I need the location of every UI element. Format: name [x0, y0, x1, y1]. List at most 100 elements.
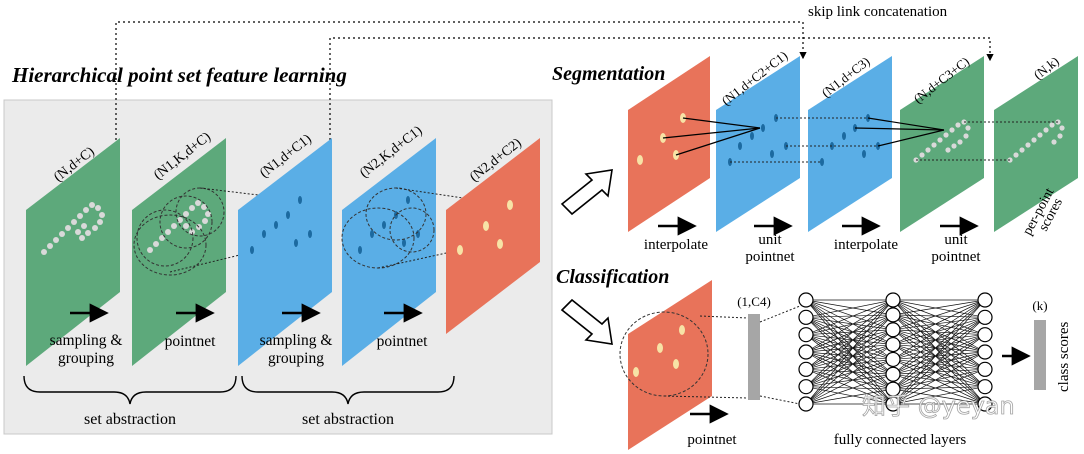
fc-connection	[892, 299, 986, 360]
step-sampling-grouping-2-line2: grouping	[268, 350, 324, 367]
fc-neuron	[885, 336, 901, 353]
fc-connection	[805, 317, 894, 360]
fc-connection	[892, 344, 986, 405]
step-sampling-grouping-2-line1: sampling &	[260, 332, 333, 349]
fc-connection	[805, 329, 894, 387]
seg-green-points	[913, 119, 971, 163]
fc-connection	[805, 299, 894, 318]
fc-connection	[805, 299, 894, 335]
fc-connection	[892, 299, 986, 387]
fc-connection	[892, 299, 986, 353]
fc-connection	[805, 334, 894, 345]
fc-connection	[805, 299, 894, 390]
fc-connection	[892, 299, 986, 370]
fc-neuron	[798, 292, 814, 308]
fc-connection	[805, 334, 894, 375]
fc-connection	[892, 369, 986, 405]
fc-connection	[805, 299, 894, 345]
fc-connection	[892, 316, 986, 345]
level1-feature-points	[250, 196, 312, 254]
classification-title: Classification	[556, 266, 669, 288]
fc-connection	[892, 299, 986, 331]
fc-layers-label: fully connected layers	[834, 432, 967, 448]
fc-connection	[805, 314, 894, 336]
class-scores-label: class scores	[1056, 321, 1072, 392]
fc-connection	[805, 299, 894, 331]
fc-connection	[892, 334, 986, 360]
fc-connection	[892, 344, 986, 370]
fc-connection	[892, 351, 986, 360]
set-abstraction-braces	[23, 375, 455, 405]
fc-connection	[805, 329, 894, 353]
fc-connection	[892, 329, 986, 405]
fc-connection	[805, 299, 894, 353]
fc-connection	[805, 334, 894, 405]
fc-connection	[892, 299, 986, 345]
fc-connection	[892, 334, 986, 375]
fc-connection	[892, 386, 986, 390]
cls-plane-red	[628, 280, 712, 450]
fc-neuron	[885, 322, 901, 338]
fc-connection	[805, 368, 894, 375]
seg-output-points	[1007, 119, 1065, 163]
fc-connection	[892, 373, 986, 405]
fc-connection	[805, 299, 894, 370]
step-sampling-grouping-1-line2: grouping	[58, 350, 114, 367]
fc-neuron	[798, 379, 814, 395]
fc-connection	[892, 314, 986, 336]
input-point-cloud	[41, 202, 105, 255]
fc-connection	[892, 314, 986, 405]
class-score-shape: (k)	[1032, 298, 1047, 313]
fc-connection	[892, 351, 986, 375]
fc-neuron	[798, 396, 814, 412]
projection-lines-1	[169, 187, 301, 273]
seg-blue1-points	[728, 114, 788, 166]
fc-neuron	[977, 379, 993, 395]
step-sampling-grouping-1-line1: sampling &	[50, 332, 123, 349]
fc-connection	[805, 317, 894, 375]
step-pointnet-1: pointnet	[165, 333, 216, 350]
fc-connection	[892, 334, 986, 390]
fc-connection	[892, 334, 986, 405]
fc-connection	[892, 359, 986, 388]
fc-neuron	[977, 327, 993, 343]
fc-connection	[892, 388, 986, 405]
fc-neuron	[885, 307, 901, 323]
fc-connection	[805, 329, 894, 336]
fc-connection	[892, 359, 986, 370]
fc-connection	[805, 388, 894, 405]
fc-connection	[892, 373, 986, 388]
fc-connection	[805, 299, 894, 387]
fc-connection	[805, 344, 894, 353]
plane-level2-features	[446, 138, 540, 334]
seg-unit-pointnet-2-line2: pointnet	[931, 249, 981, 265]
fc-connection	[892, 299, 986, 316]
set-abstraction-label-2: set abstraction	[302, 411, 394, 428]
fc-connection	[805, 359, 894, 388]
fc-connection	[892, 359, 986, 405]
fc-connection	[892, 344, 986, 387]
fc-connection	[805, 359, 894, 370]
fc-connection	[805, 299, 894, 316]
fc-neuron	[977, 292, 993, 308]
fc-connection	[805, 373, 894, 388]
fc-neuron	[885, 396, 901, 412]
fc-connection	[892, 317, 986, 360]
global-feature-shape: (1,C4)	[737, 294, 771, 309]
seg-plane-output	[994, 56, 1078, 232]
fully-connected-network	[798, 292, 993, 412]
fc-neuron	[798, 327, 814, 343]
fc-connection	[892, 317, 986, 375]
fc-neuron	[977, 309, 993, 325]
fc-neuron	[798, 344, 814, 360]
seg-plane-red	[628, 56, 710, 232]
fc-connection	[805, 334, 894, 360]
cls-pointnet-label: pointnet	[687, 432, 737, 448]
fc-connection	[805, 316, 894, 331]
skip-links	[115, 21, 994, 160]
fc-neuron	[977, 361, 993, 377]
fc-connection	[892, 317, 986, 390]
seg-interpolate-2: interpolate	[834, 237, 898, 253]
arrow-to-classification	[560, 298, 613, 345]
